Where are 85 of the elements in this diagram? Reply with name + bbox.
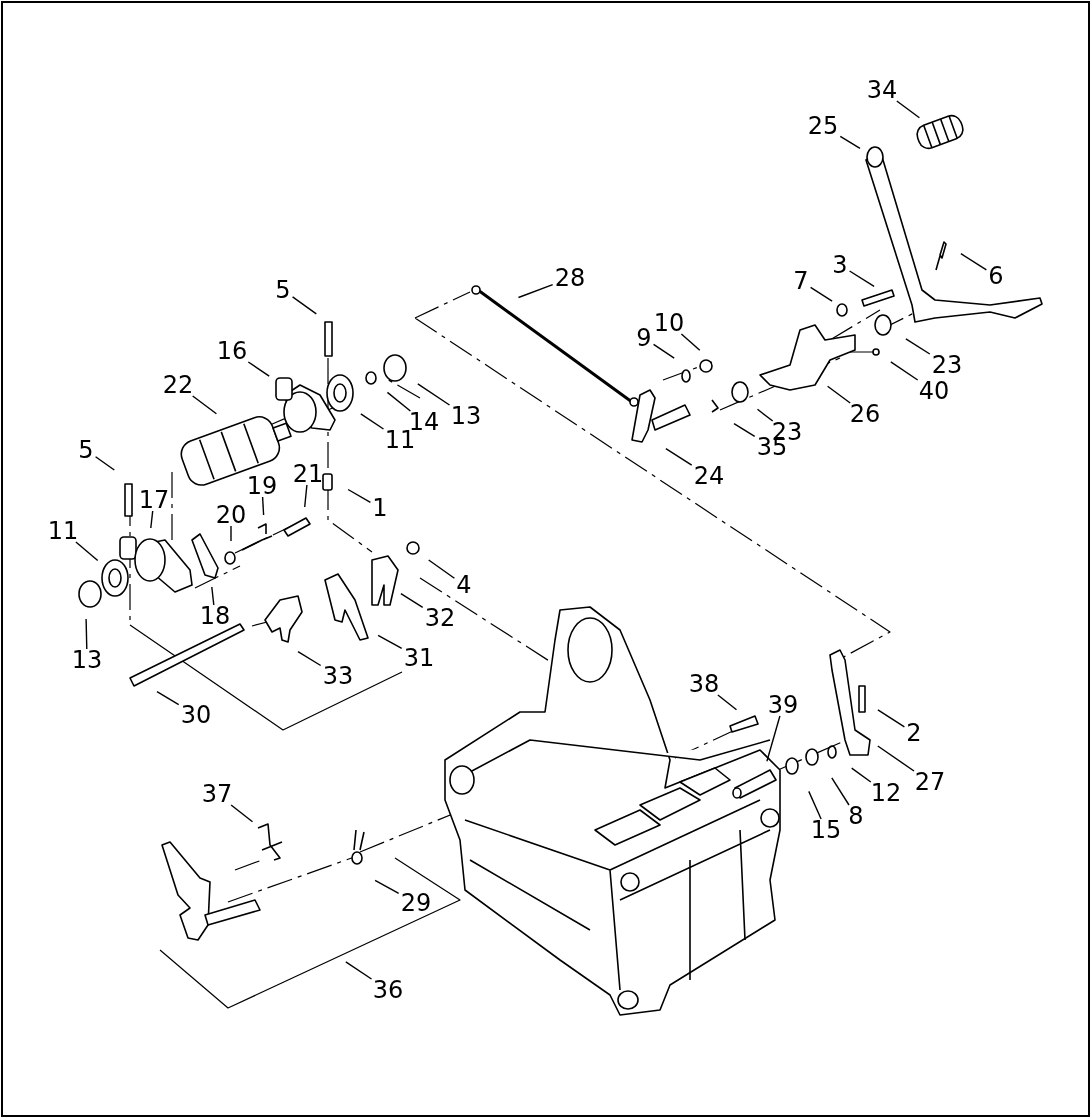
- callout-number: 8: [848, 803, 864, 829]
- callout-number: 12: [870, 780, 902, 806]
- leader-line: [150, 510, 154, 529]
- callout-number: 36: [372, 977, 404, 1003]
- callout-number: 4: [456, 572, 472, 598]
- leader-line: [345, 961, 373, 980]
- callout-number: 2: [906, 720, 922, 746]
- callout-number: 9: [636, 325, 652, 351]
- callout-number: 11: [47, 518, 79, 544]
- leader-line: [347, 488, 372, 504]
- leader-line: [377, 634, 403, 650]
- leader-line: [896, 100, 921, 119]
- callout-number: 10: [653, 310, 685, 336]
- leader-line: [517, 283, 554, 299]
- callout-number: 14: [408, 409, 440, 435]
- leader-line: [297, 650, 322, 667]
- leader-line: [839, 135, 861, 150]
- leader-line: [291, 296, 317, 315]
- callout-number: 32: [424, 605, 456, 631]
- callout-number: 3: [832, 252, 848, 278]
- leader-line: [733, 423, 756, 438]
- callout-number: 23: [931, 352, 963, 378]
- callout-number: 33: [322, 663, 354, 689]
- leader-line: [400, 593, 424, 608]
- callout-number: 25: [807, 113, 839, 139]
- leader-line: [831, 777, 850, 806]
- callout-number: 40: [918, 378, 950, 404]
- leader-line: [417, 383, 451, 406]
- leader-line: [680, 333, 701, 351]
- leader-line: [156, 690, 180, 706]
- callout-number: 24: [693, 463, 725, 489]
- callout-number: 17: [138, 487, 170, 513]
- callout-number: 29: [400, 890, 432, 916]
- callout-number: 21: [292, 461, 324, 487]
- leader-line: [247, 361, 270, 377]
- callout-number: 26: [849, 401, 881, 427]
- leader-line: [809, 286, 833, 302]
- callout-number: 15: [810, 817, 842, 843]
- callout-number: 13: [450, 403, 482, 429]
- leader-line: [211, 586, 215, 606]
- leader-line: [766, 715, 781, 762]
- leader-line: [428, 559, 456, 579]
- leader-line: [85, 618, 88, 650]
- leader-line: [890, 361, 919, 381]
- callout-number: 19: [246, 473, 278, 499]
- leader-line: [261, 496, 265, 516]
- callout-number: 38: [688, 671, 720, 697]
- leader-line: [230, 804, 254, 823]
- leader-line: [808, 790, 822, 820]
- leader-line: [75, 541, 99, 562]
- callout-number: 1: [372, 495, 388, 521]
- leader-line: [652, 343, 675, 359]
- leader-line: [826, 385, 851, 404]
- callout-number: 31: [403, 645, 435, 671]
- leader-line: [877, 709, 906, 728]
- callout-number: 20: [215, 502, 247, 528]
- leader-line: [230, 525, 232, 542]
- callout-number: 6: [988, 263, 1004, 289]
- leader-line: [374, 879, 400, 895]
- callout-number: 16: [216, 338, 248, 364]
- leader-line: [960, 253, 988, 271]
- leader-line: [848, 270, 875, 287]
- leader-line: [386, 391, 412, 412]
- callout-number: 30: [180, 702, 212, 728]
- callout-number: 5: [275, 277, 291, 303]
- leader-line: [94, 456, 115, 471]
- callout-number: 37: [201, 781, 233, 807]
- callout-number: 7: [793, 268, 809, 294]
- callout-number: 13: [71, 647, 103, 673]
- leader-line: [192, 395, 218, 415]
- callout-number: 5: [78, 437, 94, 463]
- callout-number: 27: [914, 769, 946, 795]
- callout-number: 34: [866, 77, 898, 103]
- callout-number: 22: [162, 372, 194, 398]
- leader-line: [304, 484, 308, 508]
- callout-number: 18: [199, 603, 231, 629]
- leader-line: [360, 413, 385, 430]
- leader-line: [717, 694, 738, 711]
- leader-line: [665, 448, 693, 466]
- leader-line: [851, 767, 872, 783]
- leader-line: [877, 745, 915, 772]
- callout-number: 28: [554, 265, 586, 291]
- leader-line: [905, 338, 931, 355]
- callout-number: 39: [767, 692, 799, 718]
- leader-line: [756, 408, 774, 422]
